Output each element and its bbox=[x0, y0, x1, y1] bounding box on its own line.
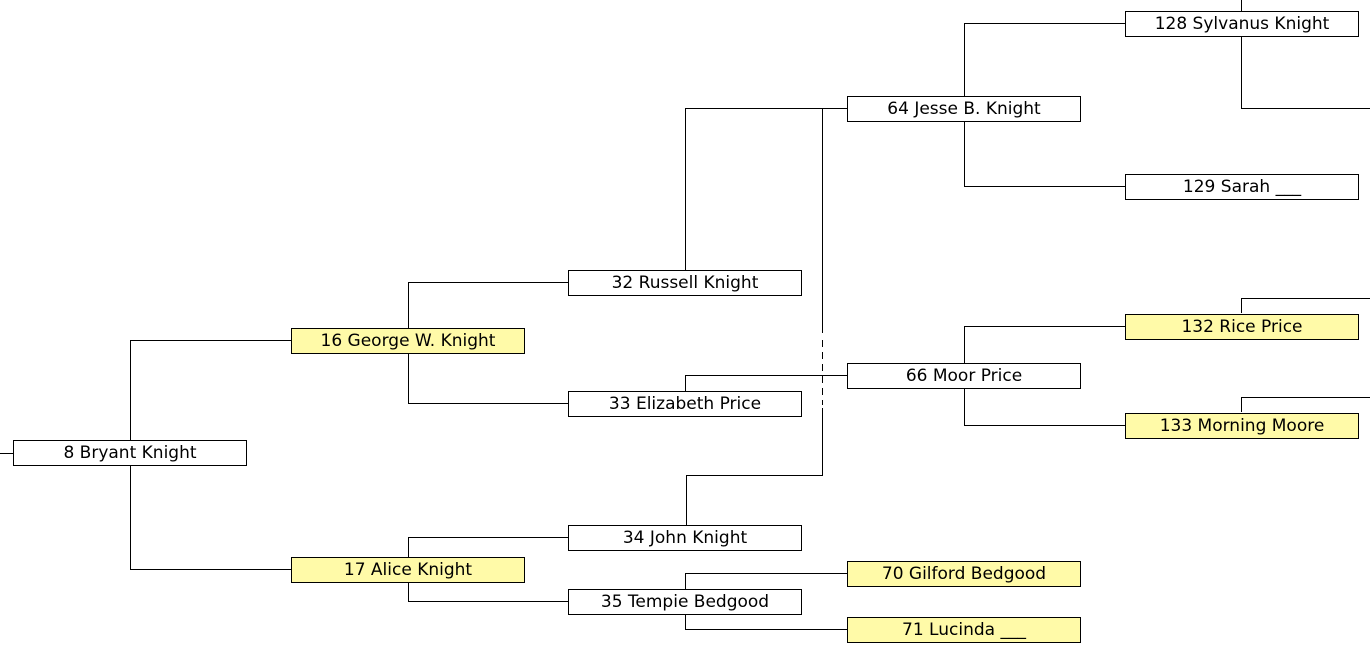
connector-line bbox=[964, 23, 1126, 96]
connector-line bbox=[408, 583, 569, 602]
connector-line bbox=[686, 408, 823, 525]
person-box-132[interactable]: 132 Rice Price bbox=[1125, 314, 1359, 340]
connector-line bbox=[130, 340, 292, 440]
connector-line bbox=[964, 326, 1126, 363]
person-box-35[interactable]: 35 Tempie Bedgood bbox=[568, 589, 802, 615]
connector-line bbox=[1241, 298, 1370, 313]
person-box-64[interactable]: 64 Jesse B. Knight bbox=[847, 96, 1081, 122]
person-box-8[interactable]: 8 Bryant Knight bbox=[13, 440, 247, 466]
connector-line bbox=[1241, 397, 1370, 412]
person-box-71[interactable]: 71 Lucinda ___ bbox=[847, 617, 1081, 643]
person-box-17[interactable]: 17 Alice Knight bbox=[291, 557, 525, 583]
connector-line bbox=[964, 122, 1126, 187]
connector-line bbox=[964, 389, 1126, 426]
person-box-129[interactable]: 129 Sarah ___ bbox=[1125, 174, 1359, 200]
connector-line bbox=[685, 573, 848, 589]
connector-line bbox=[408, 537, 569, 557]
connector-line bbox=[685, 375, 848, 391]
person-box-32[interactable]: 32 Russell Knight bbox=[568, 270, 802, 296]
person-box-66[interactable]: 66 Moor Price bbox=[847, 363, 1081, 389]
connector-line bbox=[1241, 37, 1370, 109]
connector-line bbox=[130, 466, 292, 570]
connector-line bbox=[685, 108, 848, 270]
person-box-128[interactable]: 128 Sylvanus Knight bbox=[1125, 11, 1359, 37]
person-box-33[interactable]: 33 Elizabeth Price bbox=[568, 391, 802, 417]
connector-line bbox=[408, 354, 569, 404]
person-box-133[interactable]: 133 Morning Moore bbox=[1125, 413, 1359, 439]
connector-line bbox=[685, 614, 848, 630]
person-box-16[interactable]: 16 George W. Knight bbox=[291, 328, 525, 354]
person-box-34[interactable]: 34 John Knight bbox=[568, 525, 802, 551]
connector-line bbox=[408, 282, 569, 328]
person-box-70[interactable]: 70 Gilford Bedgood bbox=[847, 561, 1081, 587]
